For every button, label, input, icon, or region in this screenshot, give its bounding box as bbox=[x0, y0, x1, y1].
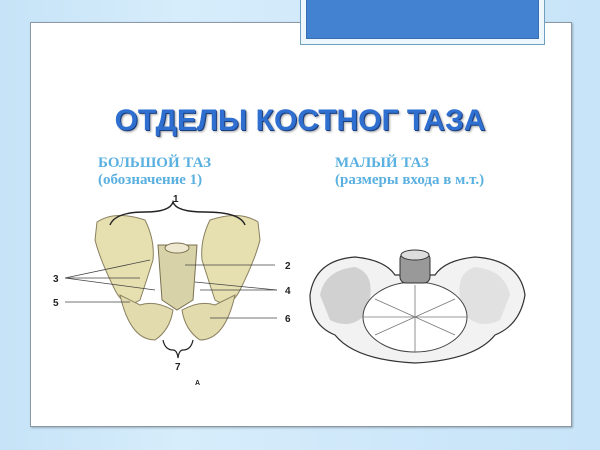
left-heading-line1: БОЛЬШОЙ ТАЗ bbox=[98, 155, 212, 171]
left-heading: БОЛЬШОЙ ТАЗ (обозначение 1) bbox=[98, 155, 211, 189]
left-heading-line2: (обозначение 1) bbox=[98, 172, 203, 188]
label-1: 1 bbox=[173, 194, 179, 205]
label-5: 5 bbox=[53, 298, 59, 309]
label-2: 2 bbox=[285, 261, 291, 272]
label-3: 3 bbox=[53, 274, 59, 285]
right-heading-line1: МАЛЫЙ ТАЗ bbox=[335, 155, 429, 171]
right-heading-line2: (размеры входа в м.т.) bbox=[335, 172, 485, 188]
lesser-pelvis-figure bbox=[309, 249, 526, 364]
accent-header-frame bbox=[300, 0, 545, 45]
slide-title: ОТДЕЛЫ КОСТНОГ ТАЗА bbox=[114, 104, 486, 137]
accent-header-box bbox=[306, 0, 539, 39]
figure-caption: А bbox=[195, 380, 200, 387]
label-7: 7 bbox=[175, 362, 181, 373]
label-4: 4 bbox=[285, 286, 291, 297]
label-6: 6 bbox=[285, 314, 291, 325]
greater-pelvis-figure: 1 2 3 4 5 6 7 А bbox=[53, 194, 291, 387]
right-heading: МАЛЫЙ ТАЗ (размеры входа в м.т.) bbox=[335, 155, 484, 189]
